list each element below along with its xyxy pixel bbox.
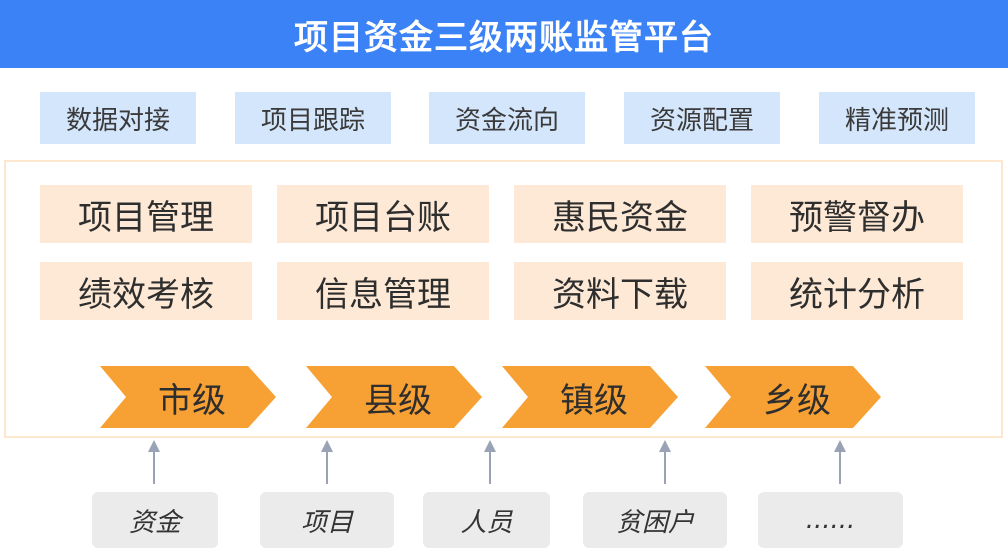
title-bar: 项目资金三级两账监管平台 [0,0,1008,68]
source-poor-households: 贫困户 [583,492,727,548]
source-more: ...... [758,492,903,548]
tag-project-tracking: 项目跟踪 [235,92,391,144]
level-township-label: 乡级 [763,380,831,421]
tag-data-integration: 数据对接 [40,92,196,144]
module-information-management: 信息管理 [277,262,489,320]
tag-resource-allocation: 资源配置 [624,92,780,144]
source-personnel: 人员 [423,492,550,548]
up-arrow-icon [321,440,333,484]
page-title: 项目资金三级两账监管平台 [294,17,714,58]
chevron-arrow-shape [502,366,678,428]
module-warning-supervision: 预警督办 [751,185,963,243]
level-county-label: 县级 [364,380,432,421]
up-arrow-icon [834,440,846,484]
level-town: 镇级 [502,366,678,428]
level-city-label: 市级 [158,380,226,421]
level-township: 乡级 [705,366,881,428]
up-arrow-icon [148,440,160,484]
up-arrow-icon [484,440,496,484]
chevron-arrow-shape [306,366,482,428]
chevron-arrow-shape [705,366,881,428]
chevron-arrow-shape [100,366,276,428]
tag-precise-forecast: 精准预测 [819,92,975,144]
module-performance-assessment: 绩效考核 [40,262,252,320]
module-document-download: 资料下载 [514,262,726,320]
tag-fund-flow: 资金流向 [429,92,585,144]
module-project-management: 项目管理 [40,185,252,243]
source-funds: 资金 [92,492,218,548]
source-projects: 项目 [260,492,394,548]
module-project-ledger: 项目台账 [277,185,489,243]
up-arrow-icon [659,440,671,484]
level-town-label: 镇级 [560,380,628,421]
level-county: 县级 [306,366,482,428]
level-city: 市级 [100,366,276,428]
module-statistical-analysis: 统计分析 [751,262,963,320]
module-benefit-funds: 惠民资金 [514,185,726,243]
